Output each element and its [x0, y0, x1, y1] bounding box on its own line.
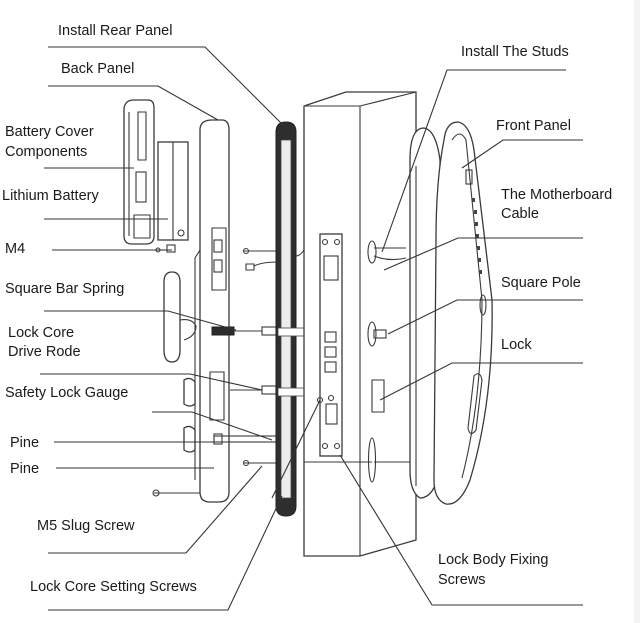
label-square-pole: Square Pole [501, 275, 581, 291]
page-edge [634, 0, 640, 623]
rear-mounting-plate [275, 121, 305, 517]
lithium-battery-part [157, 141, 189, 241]
label-lock-body-fixing-line2: Screws [438, 572, 486, 588]
battery-cover-part [123, 99, 155, 245]
label-front-panel: Front Panel [496, 118, 571, 134]
label-m5-slug-screw: M5 Slug Screw [37, 518, 135, 534]
label-safety-lock-gauge: Safety Lock Gauge [5, 385, 129, 401]
label-motherboard-cable-line2: Cable [501, 206, 539, 222]
front-panel-part [433, 121, 493, 505]
label-lock-core-setting-screws: Lock Core Setting Screws [30, 579, 197, 595]
label-battery-cover-line1: Battery Cover [5, 124, 94, 140]
label-install-rear-panel: Install Rear Panel [58, 23, 173, 39]
label-square-bar-spring: Square Bar Spring [5, 281, 125, 297]
label-lock: Lock [501, 337, 532, 353]
label-lithium-battery: Lithium Battery [2, 188, 99, 204]
label-lock-core-drive-line2: Drive Rode [8, 344, 81, 360]
label-pine-2: Pine [10, 461, 40, 477]
label-install-the-studs: Install The Studs [461, 44, 569, 60]
label-m4: M4 [5, 241, 26, 257]
back-panel-part [194, 119, 230, 503]
label-lock-body-fixing-line1: Lock Body Fixing [438, 552, 549, 568]
back-handle-part [163, 271, 197, 453]
screws-left [152, 244, 279, 497]
label-pine-1: Pine [10, 435, 40, 451]
label-lock-core-drive-line1: Lock Core [8, 325, 75, 341]
label-battery-cover-line2: Components [5, 144, 88, 160]
label-motherboard-cable-line1: The Motherboard [501, 187, 613, 203]
label-back-panel: Back Panel [61, 61, 135, 77]
door-block [303, 91, 417, 557]
leader-lines [40, 46, 583, 611]
